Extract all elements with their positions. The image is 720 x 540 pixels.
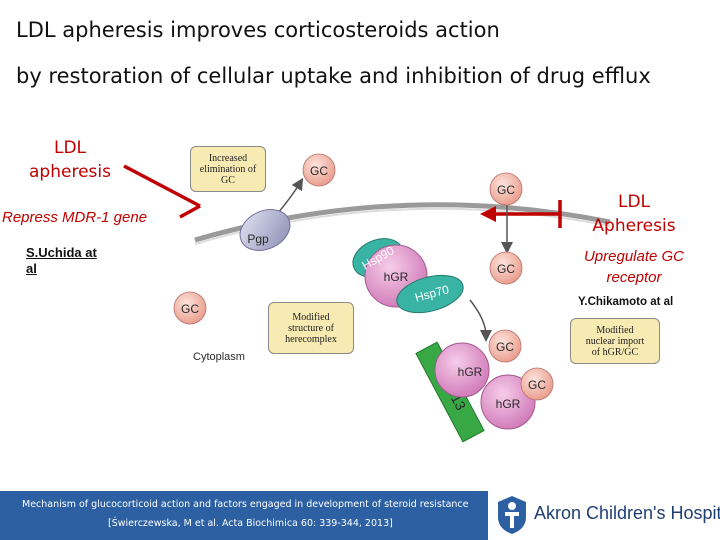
hsp70-protein xyxy=(396,274,464,314)
svg-text:hGR: hGR xyxy=(496,397,521,411)
svg-text:GC: GC xyxy=(310,164,328,178)
repress-mdr1-label: Repress MDR-1 gene xyxy=(2,209,148,226)
title-line-1: LDL apheresis improves corticosteroids a… xyxy=(16,18,500,42)
svg-text:GC: GC xyxy=(496,340,514,354)
red-arrow-line-left xyxy=(123,164,201,208)
pgp-transporter xyxy=(239,209,291,251)
hospital-logo-icon xyxy=(498,496,526,534)
svg-text:GC: GC xyxy=(497,262,515,276)
upregulate-gc-receptor-label: Upregulate GC receptor xyxy=(583,248,685,286)
pgp-label: Pgp xyxy=(247,232,269,246)
red-arrow-tick-left xyxy=(179,204,201,219)
title-line-2: by restoration of cellular uptake and in… xyxy=(16,64,651,88)
svg-text:hGR: hGR xyxy=(384,270,409,284)
cytoplasm-label: Cytoplasm xyxy=(193,351,245,363)
chikamoto-citation: Y.Chikamoto at al xyxy=(578,296,674,308)
footer: Mechanism of glucocorticoid action and f… xyxy=(0,491,720,540)
gc-bound-1 xyxy=(488,329,522,363)
hospital-name: Akron Children's Hospital xyxy=(534,503,720,523)
svg-text:GC: GC xyxy=(528,378,546,392)
svg-text:GC: GC xyxy=(181,302,199,316)
left-ldl-apheresis-label: LDL apheresis xyxy=(29,138,111,182)
right-ldl-apheresis-label: LDL Apheresis xyxy=(592,192,676,236)
gc-molecule-outside: GC xyxy=(302,153,336,187)
efflux-arrow xyxy=(277,177,304,214)
gc-molecule-entering: GC xyxy=(489,172,523,206)
translocation-arrow xyxy=(469,299,492,342)
hgr-receptor-import-1 xyxy=(434,342,490,398)
nuclear-import-complex: IPO13 hGR GC hGR GC xyxy=(415,329,554,443)
gc-bound-2 xyxy=(520,367,554,401)
svg-text:GC: GC xyxy=(497,183,515,197)
red-arrow-head-right xyxy=(480,206,496,222)
hgr-heterocomplex: Hsp90 hGR Hsp70 xyxy=(352,238,464,314)
gc-molecule-cytoplasm-left: GC xyxy=(173,291,207,325)
svg-text:hGR: hGR xyxy=(458,365,483,379)
uchida-citation: S.Uchida at al xyxy=(26,245,97,276)
gc-molecule-cytoplasm-right: GC xyxy=(489,251,523,285)
footer-reference: [Świerczewska, M et al. Acta Biochimica … xyxy=(108,518,393,529)
footer-caption: Mechanism of glucocorticoid action and f… xyxy=(22,499,469,510)
footer-caption-bar: Mechanism of glucocorticoid action and f… xyxy=(0,491,488,540)
